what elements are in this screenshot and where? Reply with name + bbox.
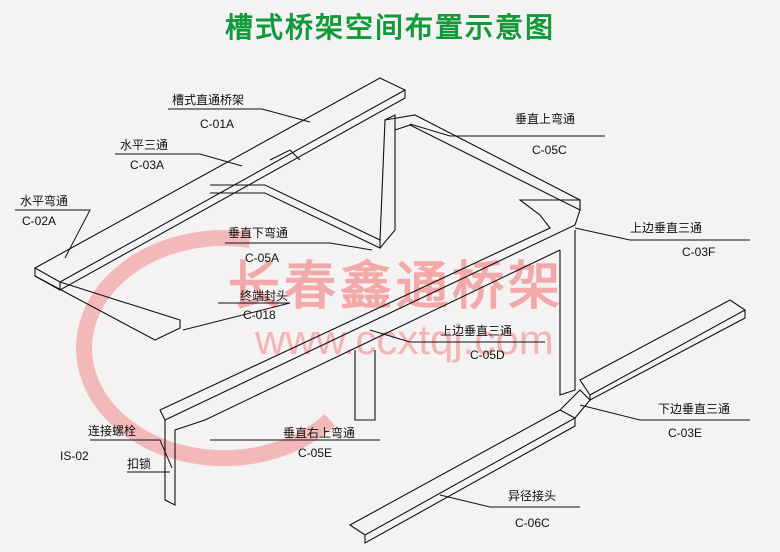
label-c05e: 垂直右上弯通 (283, 426, 356, 440)
label-c05a: 垂直下弯通 (228, 226, 289, 240)
label-c01a: 槽式直通桥架 (172, 93, 245, 107)
code-is02: IS-02 (60, 449, 89, 463)
label-c06c: 异径接头 (508, 489, 557, 503)
code-c06c: C-06C (515, 516, 550, 530)
code-c03a: C-03A (130, 158, 165, 172)
tray-lower-run (348, 299, 747, 544)
leader-lines (15, 108, 750, 508)
tray-horizontal-elbow-c02a (34, 268, 181, 341)
code-c01a: C-01A (200, 117, 235, 131)
label-c05c: 垂直上弯通 (515, 112, 576, 126)
code-c05c: C-05C (532, 143, 567, 157)
code-c018: C-018 (243, 308, 276, 322)
code-c03f: C-03F (682, 245, 716, 259)
label-bolt: 连接螺栓 (88, 424, 137, 438)
label-c05d: 上边垂直三通 (440, 324, 513, 338)
label-lock: 扣锁 (127, 457, 152, 471)
watermark-url: www.ccxtqj.com (255, 316, 554, 363)
tray-tee-c03a (210, 184, 381, 249)
code-c03e: C-03E (668, 426, 703, 440)
code-c02a: C-02A (22, 214, 57, 228)
code-c05a: C-05A (245, 251, 280, 265)
tray-upper-run (159, 199, 581, 506)
watermark-logo: 长春鑫通桥架 (228, 257, 565, 317)
label-c018: 终端封头 (240, 289, 289, 303)
label-c03a: 水平三通 (120, 138, 169, 152)
code-c05d: C-05D (470, 348, 505, 362)
label-c03f: 上边垂直三通 (630, 221, 703, 235)
code-c05e: C-05E (298, 446, 333, 460)
diagram-title: 槽式桥架空间布置示意图 (224, 11, 555, 44)
label-c02a: 水平弯通 (20, 194, 69, 208)
tray-straight-c01a (33, 77, 407, 291)
label-c03e: 下边垂直三通 (658, 402, 731, 416)
